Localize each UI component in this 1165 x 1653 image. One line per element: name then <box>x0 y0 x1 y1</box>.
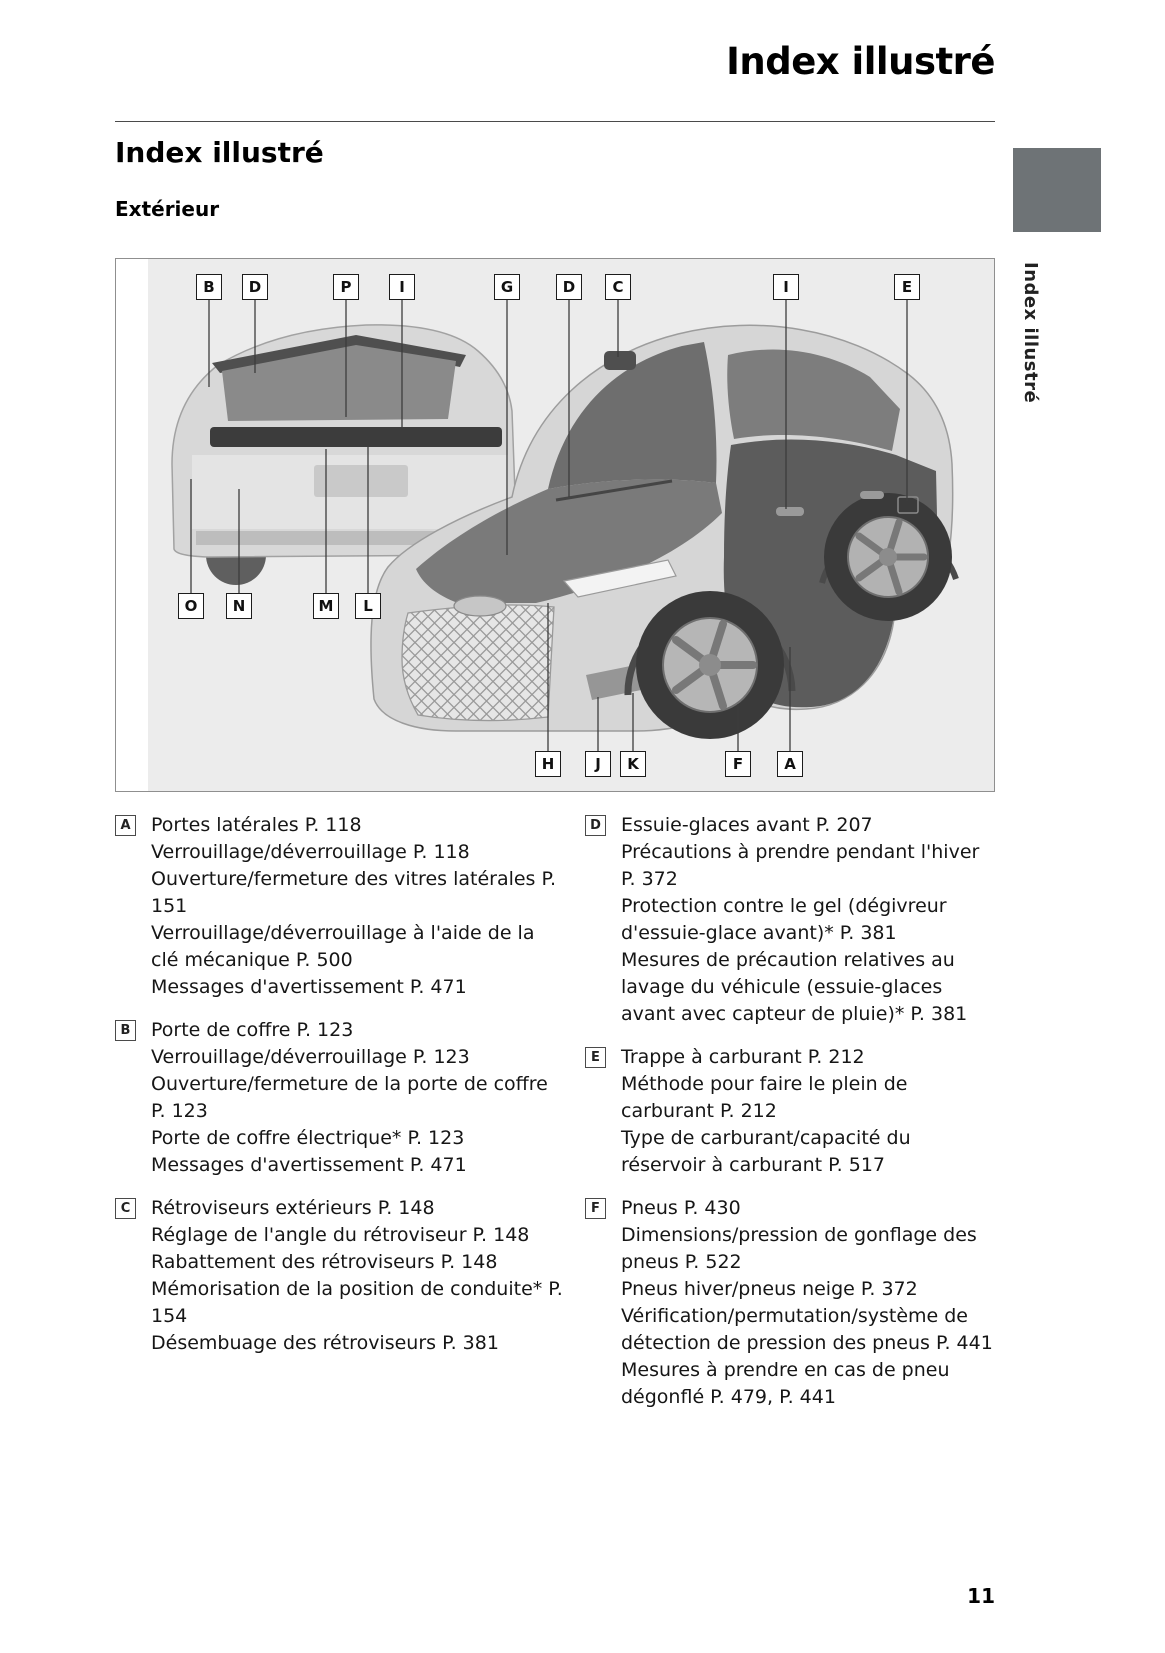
diagram-callout-A-bottom: A <box>777 751 803 777</box>
index-entry-F: F Pneus P. 430 Dimensions/pression de go… <box>585 1195 995 1411</box>
entry-item: Mémorisation de la position de conduite*… <box>151 1278 563 1327</box>
wiper-detail <box>555 479 673 502</box>
entry-title: Porte de coffre P. 123 <box>151 1019 354 1041</box>
entry-title: Essuie-glaces avant P. 207 <box>621 814 873 836</box>
entry-item: Précautions à prendre pendant l'hiver P.… <box>621 841 980 890</box>
door-handle-detail <box>776 507 804 516</box>
entry-title: Rétroviseurs extérieurs P. 148 <box>151 1197 435 1219</box>
index-entry-D: D Essuie-glaces avant P. 207 Précautions… <box>585 812 995 1028</box>
exterior-diagram: B D P I G D C I E O N M L H J K F A <box>115 258 995 792</box>
diagram-callout-D-top: D <box>242 274 268 300</box>
entry-title: Pneus P. 430 <box>621 1197 741 1219</box>
entry-item: Rabattement des rétroviseurs P. 148 <box>151 1251 498 1273</box>
entry-marker-C: C <box>115 1198 136 1219</box>
page-number: 11 <box>967 1584 995 1608</box>
entry-marker-F: F <box>585 1198 606 1219</box>
entry-marker-A: A <box>115 815 136 836</box>
section-title: Index illustré <box>115 136 324 169</box>
entry-item: Protection contre le gel (dégivreur d'es… <box>621 895 947 944</box>
index-list: A Portes latérales P. 118 Verrouillage/d… <box>115 812 995 1427</box>
entry-item: Messages d'avertissement P. 471 <box>151 1154 467 1176</box>
header-divider <box>115 121 995 122</box>
entry-item: Ouverture/fermeture des vitres latérales… <box>151 868 557 917</box>
index-entry-E: E Trappe à carburant P. 212 Méthode pour… <box>585 1044 995 1179</box>
diagram-callout-F-bottom: F <box>725 751 751 777</box>
entry-item: Messages d'avertissement P. 471 <box>151 976 467 998</box>
index-right-column: D Essuie-glaces avant P. 207 Précautions… <box>585 812 995 1427</box>
entry-marker-E: E <box>585 1047 606 1068</box>
index-entry-B: B Porte de coffre P. 123 Verrouillage/dé… <box>115 1017 585 1179</box>
front-view-car <box>370 324 959 739</box>
headlight-detail <box>562 559 677 598</box>
diagram-callout-C-top: C <box>605 274 631 300</box>
diagram-callout-I-top-right: I <box>773 274 799 300</box>
diagram-callout-B-top: B <box>196 274 222 300</box>
diagram-callout-M-mid: M <box>313 593 339 619</box>
entry-item: Mesures à prendre en cas de pneu dégonfl… <box>621 1359 950 1408</box>
entry-marker-B: B <box>115 1020 136 1041</box>
diagram-callout-H-bottom: H <box>535 751 561 777</box>
entry-item: Pneus hiver/pneus neige P. 372 <box>621 1278 918 1300</box>
vehicle-illustration <box>148 259 994 791</box>
entry-item: Verrouillage/déverrouillage à l'aide de … <box>151 922 535 971</box>
index-entry-A: A Portes latérales P. 118 Verrouillage/d… <box>115 812 585 1001</box>
mirror-detail <box>604 351 636 370</box>
diagram-callout-N-mid: N <box>226 593 252 619</box>
diagram-callout-G-top: G <box>494 274 520 300</box>
entry-title: Trappe à carburant P. 212 <box>621 1046 865 1068</box>
chapter-tab-label: Index illustré <box>1020 262 1041 404</box>
diagram-callout-I-top-left: I <box>389 274 415 300</box>
entry-item: Mesures de précaution relatives au lavag… <box>621 949 968 1025</box>
leader-lines <box>190 299 908 751</box>
diagram-callout-K-bottom: K <box>620 751 646 777</box>
diagram-callout-J-bottom: J <box>585 751 611 777</box>
entry-item: Méthode pour faire le plein de carburant… <box>621 1073 908 1122</box>
diagram-callout-E-top: E <box>894 274 920 300</box>
grille-detail <box>402 605 554 721</box>
entry-item: Dimensions/pression de gonflage des pneu… <box>621 1224 977 1273</box>
diagram-callout-L-mid: L <box>355 593 381 619</box>
index-entry-C: C Rétroviseurs extérieurs P. 148 Réglage… <box>115 1195 585 1357</box>
fuel-door-detail <box>897 496 919 514</box>
entry-item: Porte de coffre électrique* P. 123 <box>151 1127 465 1149</box>
subsection-title: Extérieur <box>115 197 220 221</box>
entry-item: Type de carburant/capacité du réservoir … <box>621 1127 911 1176</box>
page-header-title: Index illustré <box>726 40 995 83</box>
entry-item: Verrouillage/déverrouillage P. 123 <box>151 1046 470 1068</box>
chapter-tab-block <box>1013 148 1101 232</box>
index-left-column: A Portes latérales P. 118 Verrouillage/d… <box>115 812 585 1427</box>
entry-item: Verrouillage/déverrouillage P. 118 <box>151 841 470 863</box>
entry-item: Ouverture/fermeture de la porte de coffr… <box>151 1073 548 1122</box>
entry-marker-D: D <box>585 815 606 836</box>
entry-item: Vérification/permutation/système de déte… <box>621 1305 993 1354</box>
entry-item: Désembuage des rétroviseurs P. 381 <box>151 1332 499 1354</box>
entry-title: Portes latérales P. 118 <box>151 814 362 836</box>
entry-item: Réglage de l'angle du rétroviseur P. 148 <box>151 1224 530 1246</box>
diagram-callout-D-top-right: D <box>556 274 582 300</box>
diagram-callout-P-top: P <box>333 274 359 300</box>
badge-detail <box>453 595 507 617</box>
diagram-callout-O-mid: O <box>178 593 204 619</box>
